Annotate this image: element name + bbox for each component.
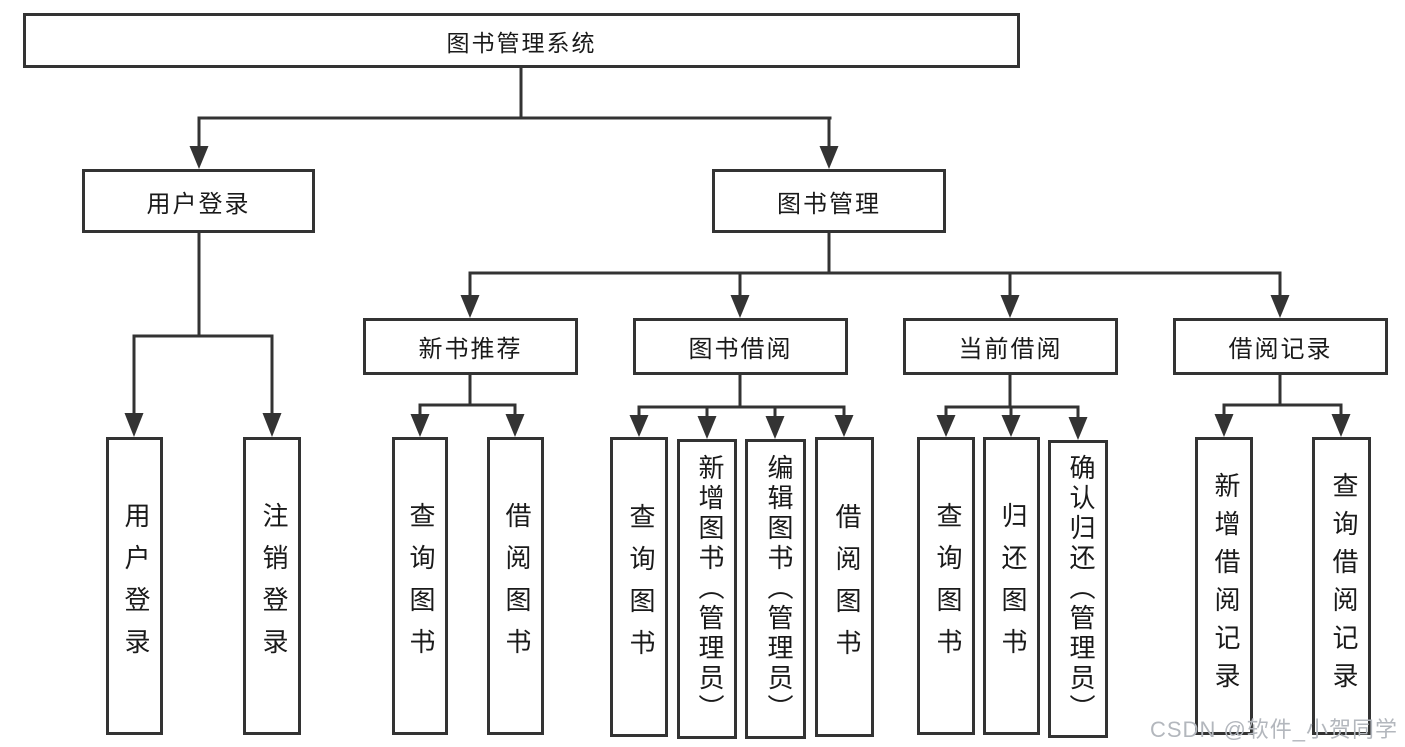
node-system-root: 图书管理系统 — [23, 13, 1020, 68]
connector-book-borrow — [637, 375, 846, 417]
connector-book-mgmt — [468, 233, 1282, 296]
node-borrow-records: 借阅记录 — [1173, 318, 1388, 375]
node-user-login: 用户登录 — [82, 169, 315, 233]
leaf-add-borrow-record: 新增借阅记录 — [1195, 437, 1253, 735]
leaf-user-login: 用户登录 — [106, 437, 163, 735]
leaf-add-book-admin: 新增图书（管理员） — [677, 439, 737, 739]
node-new-book-recommend: 新书推荐 — [363, 318, 578, 375]
arrowheads — [124, 146, 1351, 440]
node-current-borrowing: 当前借阅 — [903, 318, 1118, 375]
leaf-confirm-return-admin: 确认归还（管理员） — [1048, 440, 1108, 738]
connector-new-book-rec — [418, 375, 517, 415]
connector-borrow-record — [1222, 375, 1343, 415]
connector-root — [197, 68, 832, 147]
leaf-query-books-3: 查询图书 — [917, 437, 975, 735]
leaf-borrow-books-2: 借阅图书 — [815, 437, 874, 737]
csdn-watermark: CSDN @软件_小贺同学 — [1150, 717, 1399, 742]
leaf-query-borrow-record: 查询借阅记录 — [1312, 437, 1371, 735]
node-book-borrowing: 图书借阅 — [633, 318, 848, 375]
leaf-return-book: 归还图书 — [983, 437, 1040, 735]
leaf-query-books-1: 查询图书 — [392, 437, 448, 735]
leaf-edit-book-admin: 编辑图书（管理员） — [745, 439, 806, 739]
connector-current-borrow — [944, 375, 1080, 418]
node-book-management: 图书管理 — [712, 169, 946, 233]
connector-user-login — [132, 233, 274, 414]
leaf-borrow-books-1: 借阅图书 — [487, 437, 544, 735]
leaf-logout: 注销登录 — [243, 437, 301, 735]
leaf-query-books-2: 查询图书 — [610, 437, 668, 737]
